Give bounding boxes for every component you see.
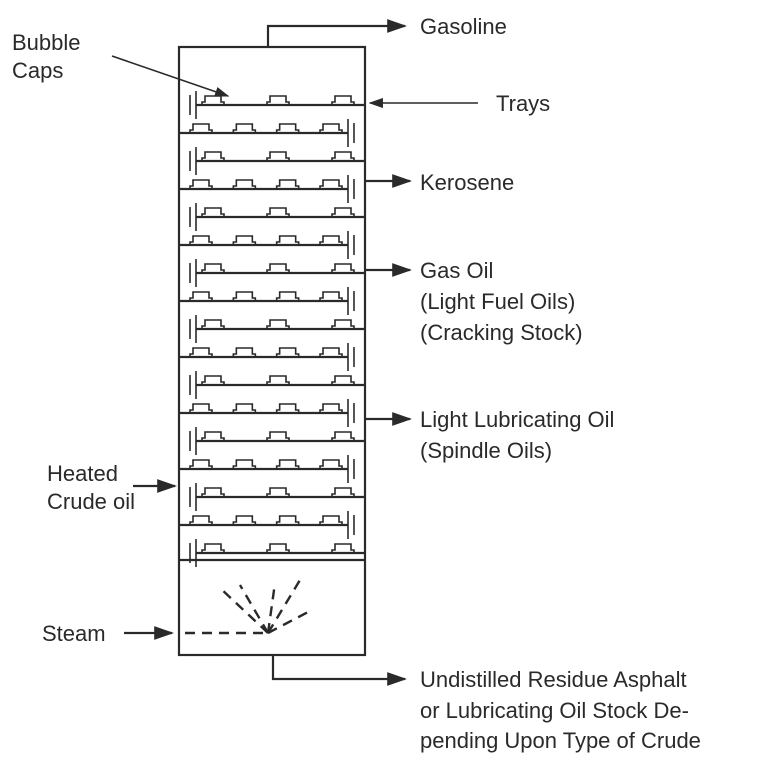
- column-shell: [177, 45, 367, 657]
- bubble-cap: [201, 95, 225, 105]
- bubble-cap: [319, 179, 343, 189]
- bubble-cap: [331, 431, 355, 441]
- heated-crude-label-line1: Heated: [47, 461, 118, 486]
- bubble-cap: [331, 151, 355, 161]
- bubble-cap: [201, 431, 225, 441]
- bubble-cap: [201, 151, 225, 161]
- bubble-cap: [266, 207, 290, 217]
- bubble-cap: [189, 123, 213, 133]
- bubble-cap: [189, 515, 213, 525]
- bubble-cap: [319, 403, 343, 413]
- bubble-cap: [275, 123, 300, 133]
- bubble-cap: [266, 319, 290, 329]
- trays-group: [179, 91, 365, 567]
- bubble-cap: [331, 375, 355, 385]
- bubble-caps-leader: [111, 55, 230, 97]
- residue-label-line3: pending Upon Type of Crude: [420, 728, 701, 753]
- bubble-cap: [319, 123, 343, 133]
- bubble-cap: [266, 431, 290, 441]
- bubble-cap: [232, 179, 257, 189]
- bubble-cap: [266, 95, 290, 105]
- bubble-cap: [232, 459, 257, 469]
- bubble-cap: [275, 347, 300, 357]
- bubble-cap: [275, 403, 300, 413]
- gasoline-outlet: [266, 19, 407, 47]
- gas-oil-label-line2: (Light Fuel Oils): [420, 289, 575, 314]
- bubble-cap: [319, 291, 343, 301]
- bubble-cap: [319, 235, 343, 245]
- bubble-cap: [319, 459, 343, 469]
- heated-crude-label-line2: Crude oil: [47, 489, 135, 514]
- bubble-cap: [331, 207, 355, 217]
- bubble-cap: [201, 543, 225, 553]
- bubble-cap: [275, 235, 300, 245]
- bubble-caps-label-line2: Caps: [12, 58, 63, 83]
- bubble-cap: [266, 375, 290, 385]
- bubble-cap: [266, 543, 290, 553]
- bubble-cap: [331, 543, 355, 553]
- bubble-cap: [189, 403, 213, 413]
- bubble-cap: [201, 375, 225, 385]
- bubble-cap: [275, 515, 300, 525]
- bubble-cap: [189, 459, 213, 469]
- gasoline-label: Gasoline: [420, 14, 507, 39]
- bubble-cap: [266, 487, 290, 497]
- bubble-cap: [232, 347, 257, 357]
- bubble-cap: [189, 235, 213, 245]
- bubble-cap: [319, 515, 343, 525]
- kerosene-label: Kerosene: [420, 170, 514, 195]
- bubble-cap: [319, 347, 343, 357]
- residue-label-line1: Undistilled Residue Asphalt: [420, 667, 687, 692]
- steam-sparger: [185, 579, 313, 635]
- bubble-cap: [275, 459, 300, 469]
- bubble-cap: [275, 291, 300, 301]
- trays-label: Trays: [496, 91, 550, 116]
- bubble-cap: [275, 179, 300, 189]
- bubble-cap: [189, 347, 213, 357]
- light-lube-label-line2: (Spindle Oils): [420, 438, 552, 463]
- bubble-cap: [232, 403, 257, 413]
- steam-label: Steam: [42, 621, 106, 646]
- bubble-cap: [201, 319, 225, 329]
- bubble-cap: [266, 263, 290, 273]
- bubble-cap: [232, 515, 257, 525]
- bubble-cap: [232, 291, 257, 301]
- bubble-cap: [266, 151, 290, 161]
- bubble-cap: [331, 487, 355, 497]
- bubble-cap: [201, 263, 225, 273]
- bubble-cap: [201, 487, 225, 497]
- bubble-cap: [189, 179, 213, 189]
- bubble-cap: [331, 263, 355, 273]
- bubble-cap: [331, 319, 355, 329]
- bubble-cap: [232, 235, 257, 245]
- residue-label-line2: or Lubricating Oil Stock De-: [420, 698, 689, 723]
- gas-oil-label-line3: (Cracking Stock): [420, 320, 583, 345]
- bubble-cap: [201, 207, 225, 217]
- bubble-cap: [189, 291, 213, 301]
- bubble-cap: [232, 123, 257, 133]
- residue-outlet: [271, 655, 407, 686]
- bubble-caps-label-line1: Bubble: [12, 30, 81, 55]
- gas-oil-label-line1: Gas Oil: [420, 258, 493, 283]
- light-lube-label-line1: Light Lubricating Oil: [420, 407, 614, 432]
- bubble-cap: [331, 95, 355, 105]
